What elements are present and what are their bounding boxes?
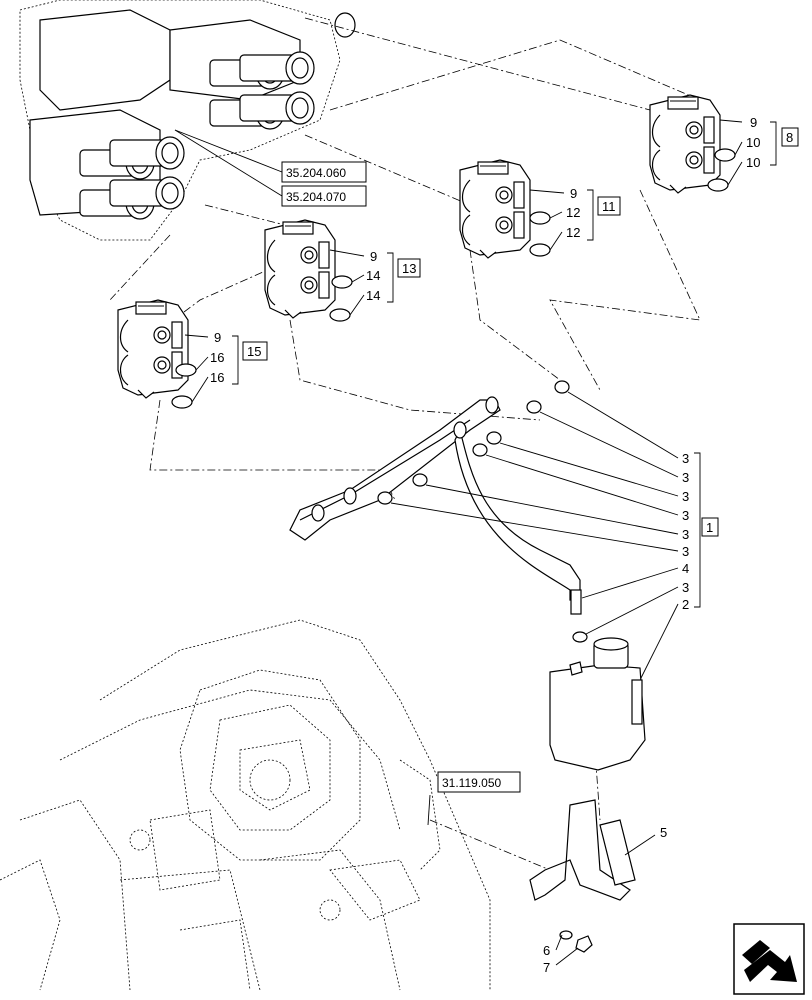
callout-16: 16	[210, 350, 224, 365]
ref-box-31-119-050[interactable]	[437, 771, 521, 793]
hose-clamp	[412, 473, 428, 487]
callout-3: 3	[682, 580, 689, 595]
callout-16: 16	[210, 370, 224, 385]
valve-module-8	[649, 94, 721, 194]
callout-9: 9	[570, 186, 577, 201]
callout-14: 14	[366, 268, 380, 283]
seal-ring	[714, 148, 736, 162]
ref-box-35-204-070[interactable]	[281, 185, 367, 207]
callout-3: 3	[682, 527, 689, 542]
callout-3: 3	[682, 508, 689, 523]
callout-10: 10	[746, 135, 760, 150]
seal-ring	[529, 211, 551, 225]
group-box-1[interactable]	[701, 517, 719, 537]
callout-4: 4	[682, 561, 689, 576]
callout-12: 12	[566, 205, 580, 220]
hydraulic-coupler	[109, 136, 185, 170]
callout-12: 12	[566, 225, 580, 240]
group-box-15[interactable]	[242, 341, 268, 361]
callout-9: 9	[370, 249, 377, 264]
callout-5: 5	[660, 825, 667, 840]
hose-clamp	[472, 443, 488, 457]
ref-label-31-119-050[interactable]: 31.119.050	[442, 776, 501, 790]
next-page-arrow-icon[interactable]	[733, 923, 805, 995]
hose-clamp	[526, 400, 542, 414]
group-label-15[interactable]: 15	[247, 344, 261, 359]
group-box-8[interactable]	[781, 127, 799, 147]
valve-module-15	[117, 299, 189, 399]
callout-2: 2	[682, 597, 689, 612]
hose-clamp	[377, 491, 393, 505]
callout-14: 14	[366, 288, 380, 303]
hose-clamp	[554, 380, 570, 394]
group-box-13[interactable]	[397, 258, 421, 278]
reservoir-tank	[549, 637, 646, 771]
group-label-13[interactable]: 13	[402, 261, 416, 276]
hydraulic-coupler	[239, 51, 315, 85]
group-label-8[interactable]: 8	[786, 130, 793, 145]
hose-clamp	[486, 431, 502, 445]
group-label-11[interactable]: 11	[602, 199, 616, 214]
ref-box-35-204-060[interactable]	[281, 161, 367, 183]
nut	[575, 935, 593, 953]
hose-assembly	[289, 396, 582, 615]
hose-clamp	[572, 631, 588, 643]
valve-module-13	[264, 219, 336, 319]
callout-3: 3	[682, 544, 689, 559]
callout-3: 3	[682, 470, 689, 485]
remote-valve-stack	[19, 0, 356, 241]
group-label-1[interactable]: 1	[706, 520, 713, 535]
seal-ring	[171, 395, 193, 409]
seal-ring	[175, 363, 197, 377]
seal-ring	[329, 308, 351, 322]
callout-3: 3	[682, 451, 689, 466]
ref-label-35-204-070[interactable]: 35.204.070	[286, 190, 346, 204]
hose-end	[570, 589, 582, 615]
mounting-bracket	[529, 799, 636, 901]
callout-10: 10	[746, 155, 760, 170]
seal-ring	[529, 243, 551, 257]
seal-ring	[707, 178, 729, 192]
hydraulic-coupler	[239, 91, 315, 125]
callout-3: 3	[682, 489, 689, 504]
ref-label-35-204-060[interactable]: 35.204.060	[286, 166, 346, 180]
callout-9: 9	[750, 115, 757, 130]
washer	[559, 930, 573, 940]
callout-9: 9	[214, 330, 221, 345]
callout-6: 6	[543, 943, 550, 958]
hydraulic-coupler	[109, 176, 185, 210]
valve-module-11	[459, 159, 531, 259]
callout-7: 7	[543, 960, 550, 975]
group-box-11[interactable]	[597, 196, 621, 216]
tractor-chassis	[0, 619, 491, 991]
seal-ring	[331, 275, 353, 289]
